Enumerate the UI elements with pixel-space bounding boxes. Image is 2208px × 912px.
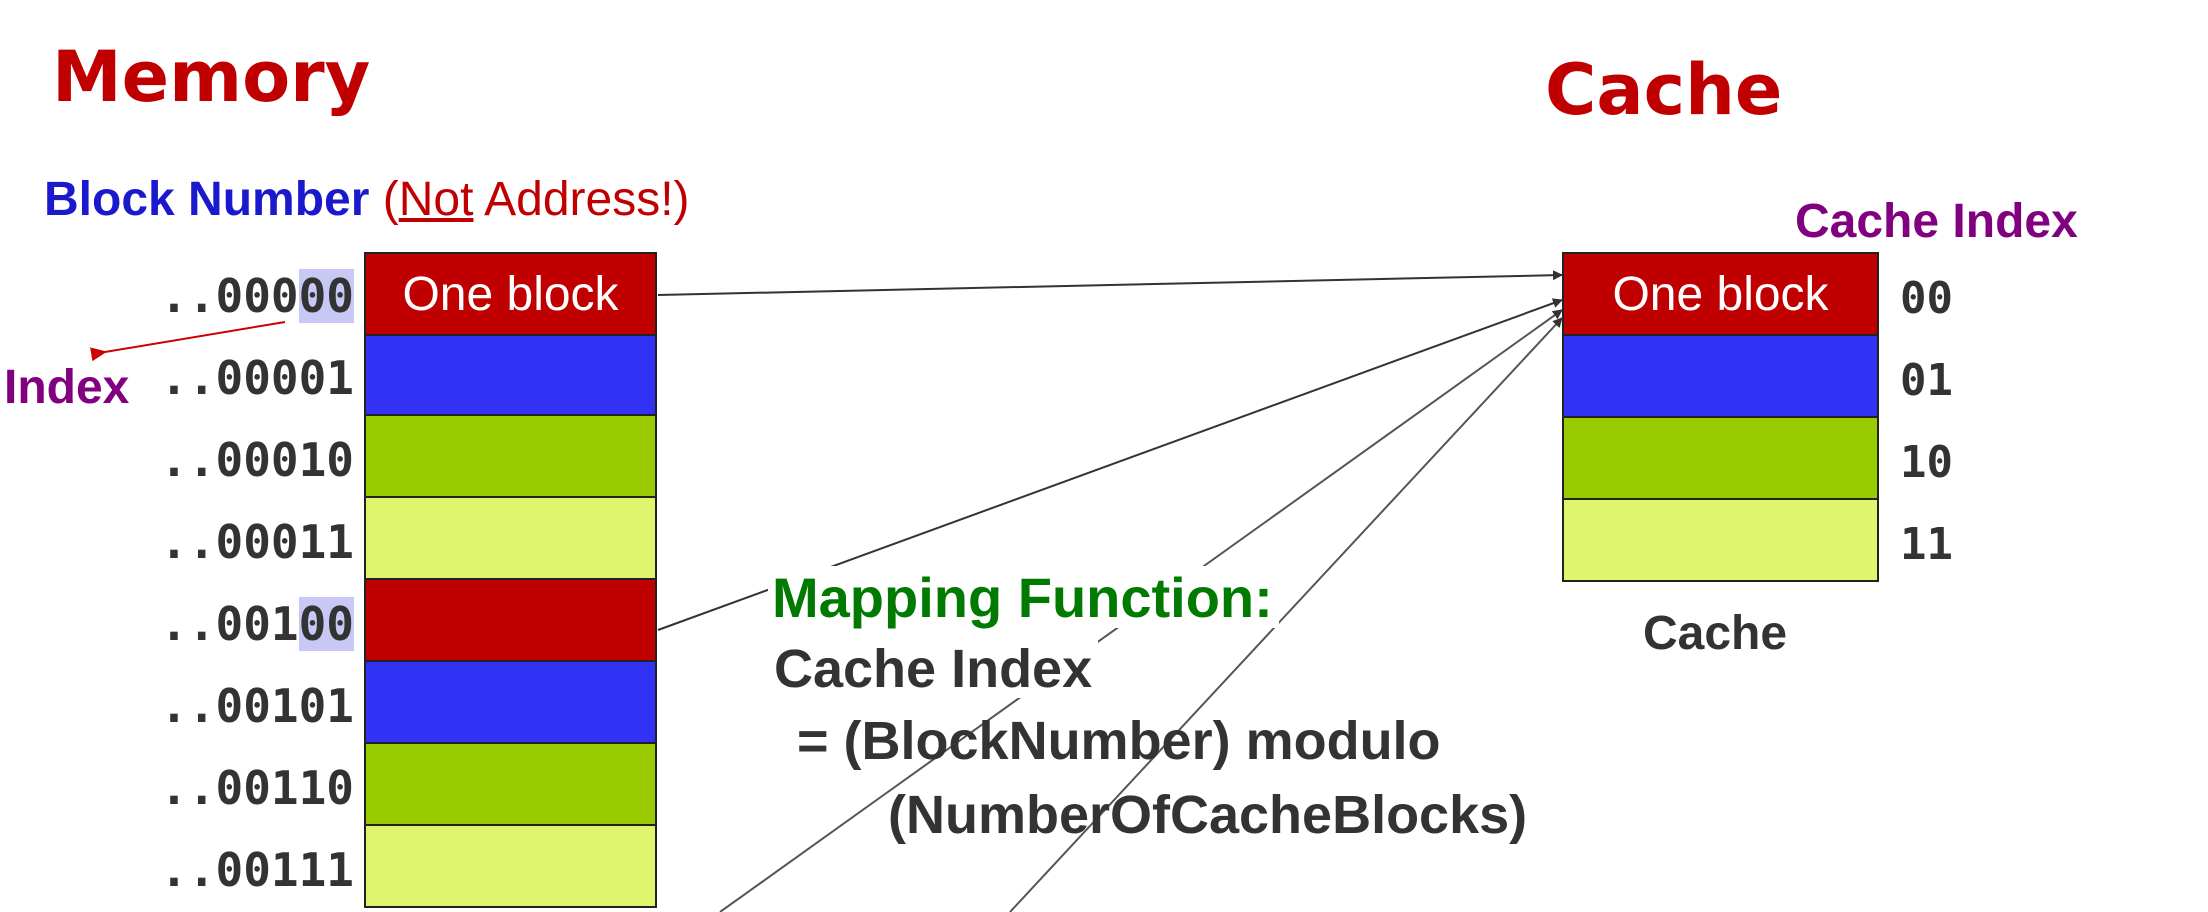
cache-index-label: Cache Index — [1795, 195, 2078, 248]
block-address: ..00111 — [100, 829, 354, 911]
memory-address-column: ..00000 ..00001 ..00010 ..00011 ..00100 … — [100, 255, 354, 911]
block-address: ..00010 — [100, 419, 354, 501]
cache-index-value: 10 — [1900, 437, 1953, 488]
block-address: ..00100 — [100, 583, 354, 665]
mapping-line-3: (NumberOfCacheBlocks) — [888, 785, 1528, 845]
cache-title: Cache — [1545, 49, 1783, 131]
memory-block: One block — [364, 252, 657, 336]
address-prefix: ..00110 — [160, 761, 354, 815]
index-pointer-arrow — [90, 321, 286, 362]
memory-block — [364, 824, 657, 908]
block-number-label: Block Number (Not Address!) — [44, 176, 690, 224]
not-address-note: (Not Address!) — [369, 173, 690, 226]
mapping-title-box: Mapping Function: — [768, 566, 1279, 628]
cache-index-value: 01 — [1900, 355, 1953, 406]
cache-block — [1562, 498, 1879, 582]
memory-block — [364, 334, 657, 416]
address-prefix: ..00010 — [160, 433, 354, 487]
mapping-arrow-block-0 — [657, 270, 1563, 296]
block-address: ..00000 — [100, 255, 354, 337]
block-number-text: Block Number — [44, 173, 370, 226]
memory-block — [364, 742, 657, 826]
memory-block — [364, 660, 657, 744]
paren-open: ( — [369, 173, 399, 226]
block-address: ..00011 — [100, 501, 354, 583]
cache-blocks: One block — [1562, 252, 1879, 582]
memory-block — [364, 414, 657, 498]
cache-block — [1562, 334, 1879, 418]
cache-caption: Cache — [1643, 607, 1788, 660]
address-prefix: ..000 — [160, 269, 299, 323]
memory-blocks: One block — [364, 252, 657, 908]
block-address: ..00101 — [100, 665, 354, 747]
memory-title: Memory — [52, 36, 371, 118]
mapping-line-1: Cache Index — [768, 640, 1099, 698]
address-prefix: ..001 — [160, 597, 299, 651]
address-text: Address!) — [473, 173, 690, 226]
index-bits-highlight: 00 — [298, 597, 354, 651]
not-word: Not — [398, 173, 474, 226]
mapping-line-2: = (BlockNumber) modulo — [782, 711, 1441, 771]
memory-block — [364, 496, 657, 580]
cache-block: One block — [1562, 252, 1879, 336]
index-bits-highlight: 00 — [298, 269, 354, 323]
address-prefix: ..00101 — [160, 679, 354, 733]
address-prefix: ..00001 — [160, 351, 354, 405]
cache-index-column: 00 01 10 11 — [1900, 258, 1953, 586]
index-label: Index — [4, 361, 130, 414]
address-prefix: ..00111 — [160, 843, 354, 897]
cache-index-value: 00 — [1900, 273, 1953, 324]
cache-index-value: 11 — [1900, 519, 1953, 570]
block-address: ..00001 — [100, 337, 354, 419]
block-address: ..00110 — [100, 747, 354, 829]
mapping-arrow-block-12 — [1009, 317, 1563, 912]
mapping-function-title: Mapping Function: — [772, 566, 1273, 629]
address-prefix: ..00011 — [160, 515, 354, 569]
